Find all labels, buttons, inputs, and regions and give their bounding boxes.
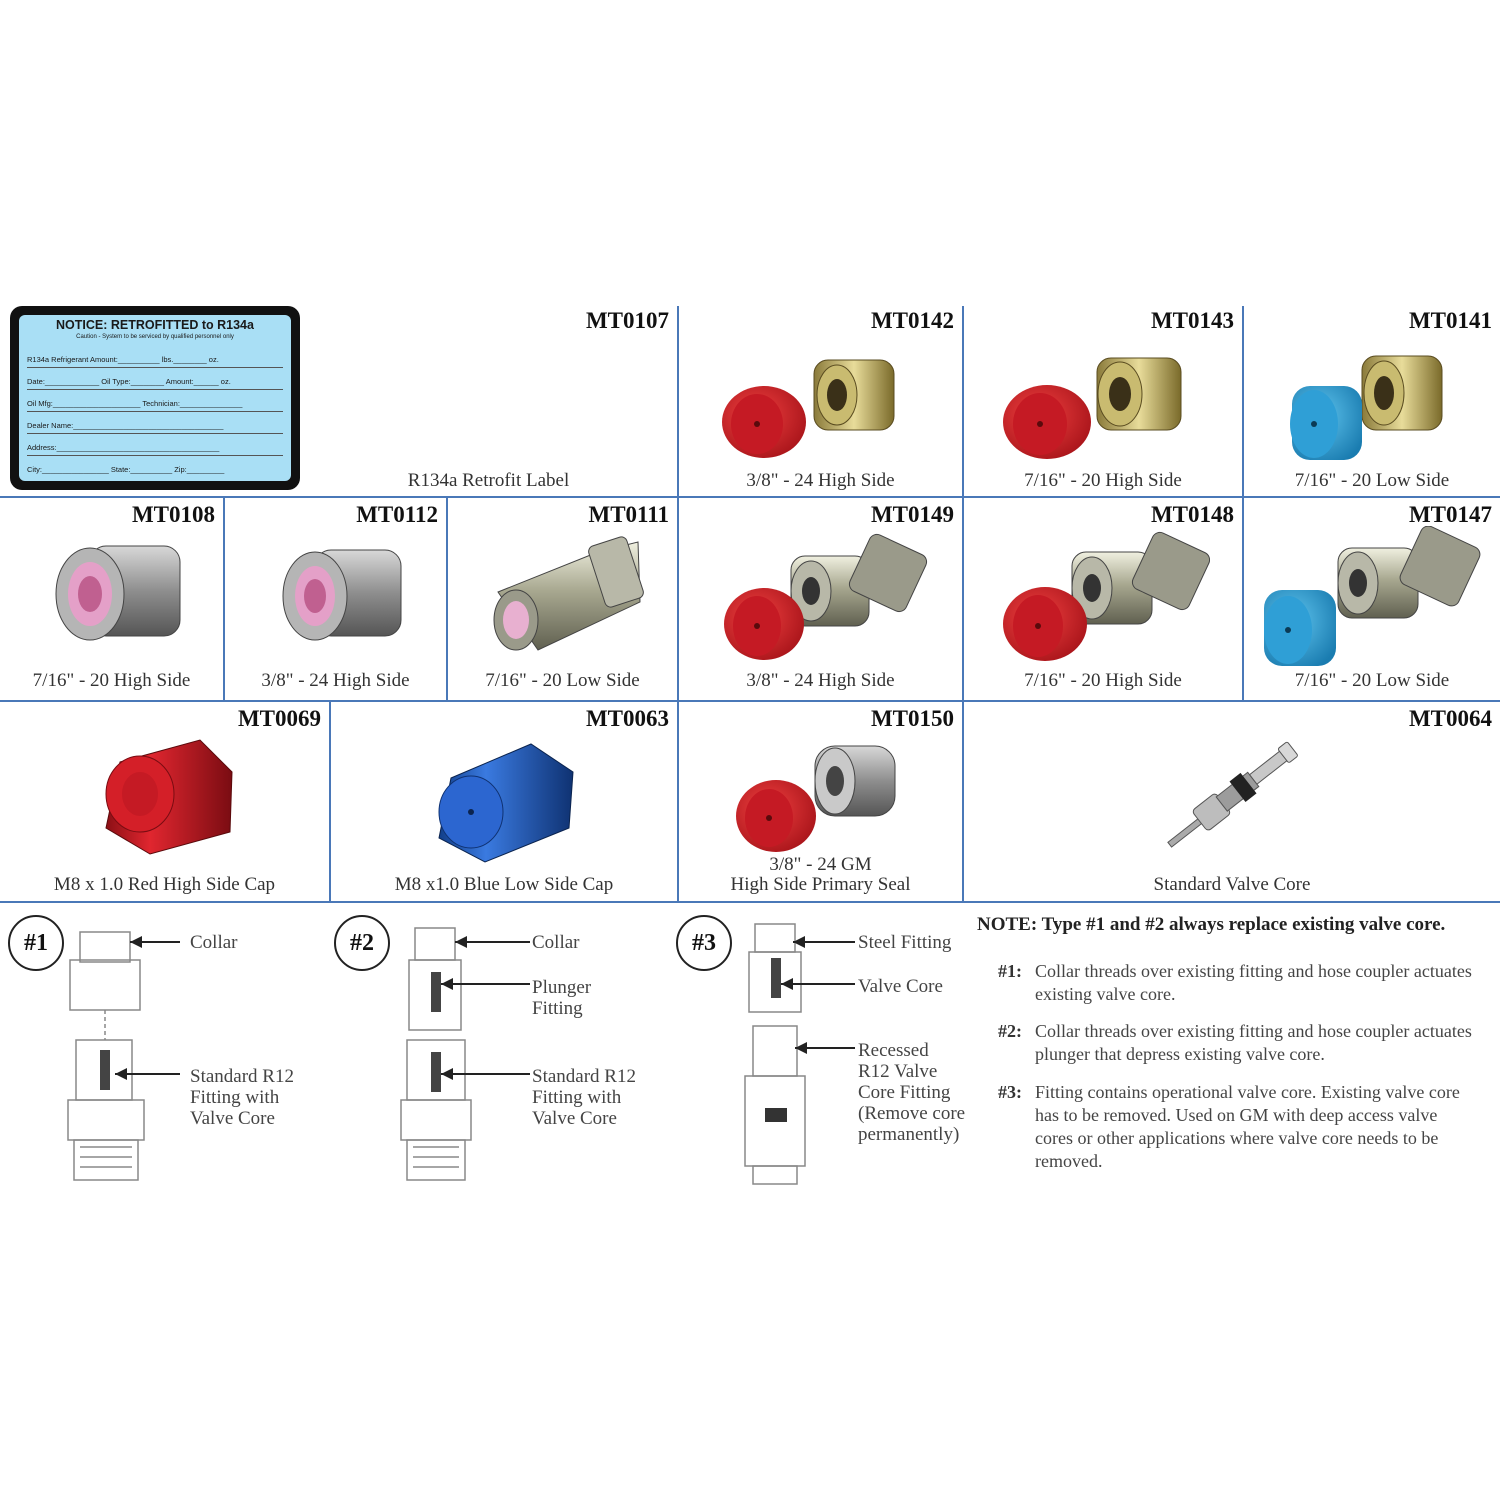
note-key: #1: [998,961,1022,981]
diagram-label-recessed-r12: Recessed R12 Valve Core Fitting (Remove … [858,1040,966,1145]
retrofit-label-row: Address:________________________________… [27,443,283,456]
product-cell-mt0148: MT0148 7/16" - 20 High Side [964,498,1242,700]
retrofit-label-row: R134a Refrigerant Amount:__________ lbs.… [27,355,283,368]
product-code: MT0142 [870,308,954,333]
retrofit-label-subtitle: Caution - System to be serviced by quali… [76,334,234,340]
red-cap-and-fitting-image [1003,357,1182,459]
product-caption: 7/16" - 20 High Side [1024,470,1182,491]
diagram-1-fitting-illustration [67,931,180,1181]
product-cell-mt0107: MT0107 R134a Retrofit Label [0,304,677,496]
note-text: Collar threads over existing fitting and… [1035,1021,1472,1064]
product-caption: Standard Valve Core [1153,874,1311,895]
blue-cap-and-elbow-fitting-image [1264,526,1481,666]
product-caption: R134a Retrofit Label [407,470,570,491]
red-cap-image [105,739,233,855]
grid-divider [962,306,964,901]
note-item: #2: Collar threads over existing fitting… [998,1020,1472,1066]
note-key: #2: [998,1021,1022,1041]
retrofit-label: NOTICE: RETROFITTED to R134a Caution - S… [10,306,300,490]
product-code: MT0063 [585,706,669,731]
steel-adapter-image [282,549,402,641]
product-caption: 7/16" - 20 Low Side [1294,670,1450,691]
steel-adapter-image [55,545,181,641]
diagram-label-collar: Collar [190,932,238,953]
product-caption-line-2: High Side Primary Seal [730,874,911,895]
steel-coupler-image [493,536,644,651]
product-code: MT0148 [1150,502,1234,527]
note-item: #3: Fitting contains operational valve c… [998,1081,1468,1173]
product-caption: 7/16" - 20 High Side [1024,670,1182,691]
diagram-label-collar: Collar [532,932,580,953]
product-cell-mt0069: MT0069 M8 x 1.0 Red High Side Cap [0,702,329,901]
product-caption: M8 x1.0 Blue Low Side Cap [394,874,614,895]
red-cap-and-elbow-fitting-image [1003,531,1210,661]
product-caption: 3/8" - 24 High Side [261,670,410,691]
product-code: MT0143 [1150,308,1234,333]
product-code: MT0147 [1408,502,1492,527]
grid-divider [223,496,225,700]
product-code: MT0107 [585,308,669,333]
product-code: MT0111 [588,502,669,527]
retrofit-label-row: Date:_____________ Oil Type:________ Amo… [27,377,283,390]
product-cell-mt0150: MT0150 3/8" - 24 GM High Side Primary Se… [679,702,962,901]
note-item: #1: Collar threads over existing fitting… [998,960,1472,1006]
grid-divider [446,496,448,700]
product-caption: 7/16" - 20 Low Side [485,670,640,691]
product-cell-mt0142: MT0142 3/8" - 24 High Side [679,304,962,496]
product-cell-mt0111: MT0111 7/16" - 20 Low Side [448,498,677,700]
retrofit-label-row: City:________________ State:__________ Z… [27,465,225,474]
product-caption: M8 x 1.0 Red High Side Cap [53,874,276,895]
note-key: #3: [998,1082,1022,1102]
diagram-3-fitting-illustration [744,923,855,1185]
product-caption: 3/8" - 24 GM [769,854,872,875]
note-text: Fitting contains operational valve core.… [1035,1082,1460,1171]
grid-divider [1242,306,1244,700]
product-code: MT0150 [870,706,954,731]
diagram-label-standard-r12: Standard R12 Fitting with Valve Core [190,1066,294,1129]
red-cap-and-elbow-fitting-image [724,533,928,660]
diagram-label-plunger-fitting: Plunger Fitting [532,977,592,1019]
diagram-label-steel-fitting: Steel Fitting [858,932,952,953]
product-caption: 7/16" - 20 Low Side [1294,470,1450,491]
product-caption: 3/8" - 24 High Side [746,470,895,491]
valve-core-image [1167,741,1298,848]
grid-divider [0,700,1500,702]
grid-divider [329,700,331,901]
product-caption: 7/16" - 20 High Side [32,670,191,691]
product-code: MT0112 [356,502,438,527]
diagram-number: #3 [676,915,732,971]
diagram-label-standard-r12: Standard R12 Fitting with Valve Core [532,1066,636,1129]
red-cap-and-fitting-image [722,359,895,458]
product-cell-mt0149: MT0149 3/8" - 24 High Side [679,498,962,700]
product-cell-mt0063: MT0063 M8 x1.0 Blue Low Side Cap [331,702,677,901]
retrofit-label-row: Oil Mfg:_____________________ Technician… [27,399,283,412]
diagram-2-fitting-illustration [400,927,530,1181]
product-cell-mt0064: MT0064 Standard Valve Core [964,702,1500,901]
note-title: NOTE: Type #1 and #2 always replace exis… [977,914,1446,935]
product-cell-mt0147: MT0147 7/16" - 20 Low Side [1244,498,1500,700]
note-text: Collar threads over existing fitting and… [1035,961,1472,1004]
product-code: MT0141 [1408,308,1492,333]
product-cell-mt0108: MT0108 7/16" - 20 High Side [0,498,223,700]
blue-cap-image [438,743,574,863]
product-cell-mt0112: MT0112 3/8" - 24 High Side [225,498,446,700]
product-code: MT0149 [870,502,954,527]
product-cell-mt0143: MT0143 7/16" - 20 High Side [964,304,1242,496]
diagram-number: #1 [8,915,64,971]
red-cap-and-gm-fitting-image [736,745,896,852]
retrofit-label-row: Dealer Name:____________________________… [27,421,283,434]
grid-divider [0,901,1500,903]
grid-divider [0,496,1500,498]
product-code: MT0108 [131,502,215,527]
product-cell-mt0141: MT0141 7/16" - 20 Low Side [1244,304,1500,496]
diagram-number: #2 [334,915,390,971]
grid-divider [677,306,679,901]
product-code: MT0069 [237,706,321,731]
retrofit-label-title: NOTICE: RETROFITTED to R134a [56,318,254,332]
diagram-label-valve-core: Valve Core [858,976,943,997]
blue-cap-and-fitting-image [1290,355,1443,460]
product-code: MT0064 [1408,706,1492,731]
product-caption: 3/8" - 24 High Side [746,670,895,691]
